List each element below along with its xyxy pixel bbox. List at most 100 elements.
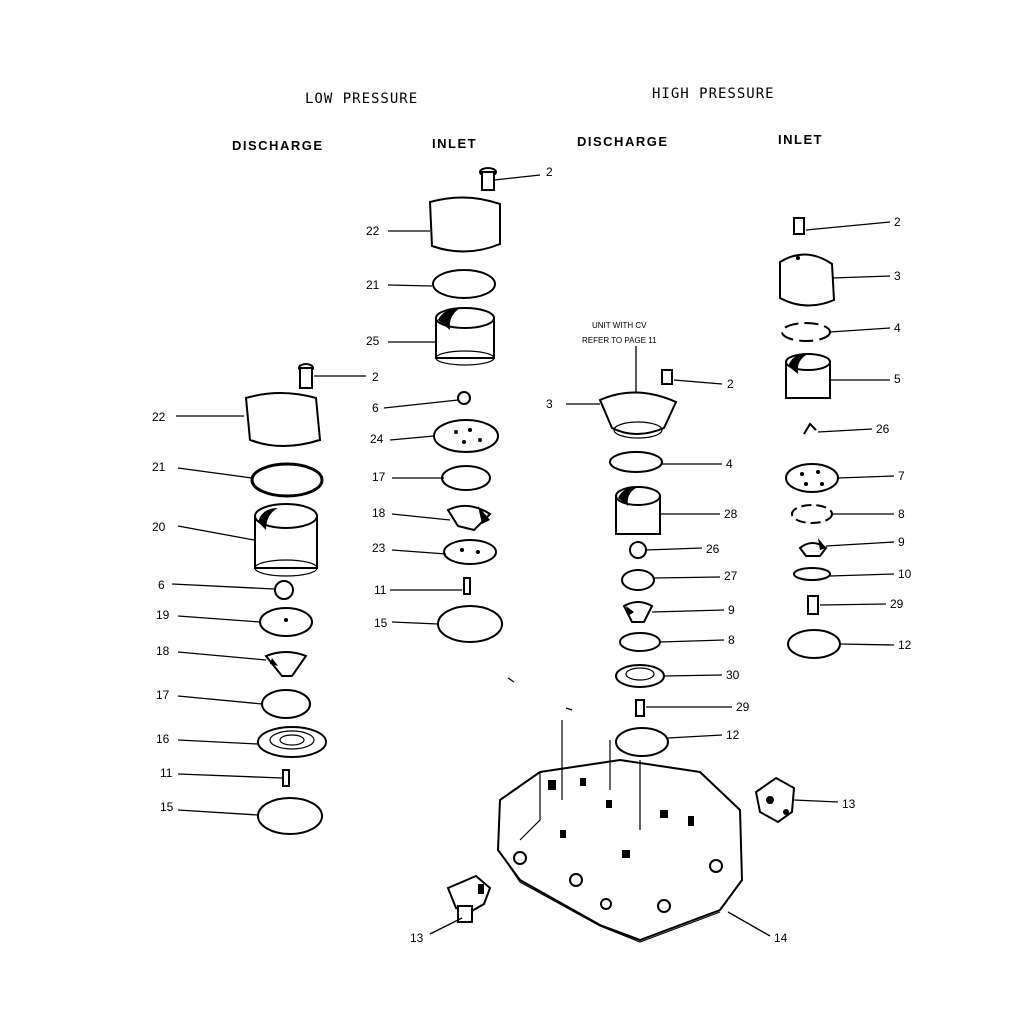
- label-hp-i-9: 9: [898, 535, 905, 549]
- label-lp-d-16: 16: [156, 732, 170, 746]
- hp-d-part-12: 12: [615, 727, 740, 757]
- label-lp-i-11: 11: [374, 583, 387, 597]
- lp-d-part-11: 11: [160, 766, 290, 787]
- label-lp-d-15: 15: [160, 800, 174, 814]
- hp-d-part-4: 4: [609, 451, 733, 473]
- label-hp-d-26: 26: [706, 542, 720, 556]
- lp-i-part-11: 11: [374, 577, 471, 597]
- lp-discharge-column: 2 22 21 20: [152, 363, 379, 835]
- pump-body: 14: [496, 720, 788, 945]
- hp-inlet-column: 2 3 4 5 26: [779, 215, 912, 659]
- label-hp-d-30: 30: [726, 668, 740, 682]
- label-hp-i-12: 12: [898, 638, 912, 652]
- label-lp-d-2: 2: [372, 370, 379, 384]
- lp-d-part-17: 17: [156, 688, 311, 719]
- lp-i-part-23: 23: [372, 539, 497, 565]
- label-hp-i-7: 7: [898, 469, 905, 483]
- label-lp-d-22: 22: [152, 410, 166, 424]
- lp-inlet-column: 2 22 21 25: [366, 165, 553, 643]
- low-pressure-heading: LOW PRESSURE: [305, 91, 419, 107]
- label-hp-d-12: 12: [726, 728, 740, 742]
- label-hp-d-3: 3: [546, 397, 553, 411]
- hp-i-part-2: 2: [793, 215, 901, 235]
- label-lp-i-25: 25: [366, 334, 380, 348]
- lp-d-part-22: 22: [152, 392, 322, 447]
- label-lp-i-15: 15: [374, 616, 388, 630]
- lp-i-part-6: 6: [372, 391, 471, 415]
- label-lp-d-17: 17: [156, 688, 170, 702]
- label-hp-i-2: 2: [894, 215, 901, 229]
- label-hp-d-9: 9: [728, 603, 735, 617]
- label-fitting-13-left: 13: [410, 931, 424, 945]
- lp-i-part-15: 15: [374, 605, 503, 643]
- hp-i-part-26: 26: [803, 422, 890, 436]
- lp-d-part-20: 20: [152, 503, 318, 577]
- hp-d-part-28: 28: [615, 486, 738, 535]
- label-lp-d-21: 21: [152, 460, 166, 474]
- lp-d-part-6: 6: [158, 578, 294, 600]
- hp-i-part-5: 5: [785, 353, 901, 399]
- lp-d-part-19: 19: [156, 607, 313, 637]
- lp-i-part-2: 2: [479, 165, 553, 191]
- label-hp-i-3: 3: [894, 269, 901, 283]
- hp-i-part-12: 12: [787, 629, 912, 659]
- hp-d-part-3: 3: [546, 391, 678, 439]
- label-hp-i-10: 10: [898, 567, 912, 581]
- hp-inlet-heading: INLET: [778, 132, 824, 147]
- lp-i-part-25: 25: [366, 307, 495, 366]
- label-lp-i-2: 2: [546, 165, 553, 179]
- cv-note-line1: UNIT WITH CV: [592, 321, 647, 330]
- fitting-left-13: 13: [410, 874, 492, 945]
- hp-d-part-26: 26: [629, 541, 720, 559]
- hp-i-part-8: 8: [791, 504, 905, 524]
- label-hp-d-28: 28: [724, 507, 738, 521]
- label-hp-i-8: 8: [898, 507, 905, 521]
- label-hp-i-26: 26: [876, 422, 890, 436]
- hp-i-part-7: 7: [785, 463, 905, 493]
- label-lp-d-6: 6: [158, 578, 165, 592]
- hp-d-part-8: 8: [619, 632, 735, 652]
- hp-discharge-heading: DISCHARGE: [577, 134, 669, 149]
- lp-i-part-21: 21: [366, 269, 496, 299]
- lp-d-part-2: 2: [298, 363, 379, 389]
- label-lp-i-23: 23: [372, 541, 386, 555]
- label-hp-i-29: 29: [890, 597, 904, 611]
- label-hp-i-5: 5: [894, 372, 901, 386]
- lp-i-part-17: 17: [372, 465, 491, 491]
- lp-i-part-18: 18: [372, 504, 492, 532]
- label-hp-d-4: 4: [726, 457, 733, 471]
- label-lp-i-17: 17: [372, 470, 386, 484]
- fitting-right-13: 13: [754, 776, 856, 824]
- label-lp-d-19: 19: [156, 608, 170, 622]
- hp-i-part-4: 4: [781, 321, 901, 342]
- hp-i-part-10: 10: [793, 567, 912, 581]
- lp-d-part-18: 18: [156, 644, 308, 677]
- label-body-14: 14: [774, 931, 788, 945]
- lp-d-part-21: 21: [152, 460, 324, 498]
- high-pressure-heading: HIGH PRESSURE: [652, 86, 775, 102]
- lp-i-part-22: 22: [366, 196, 501, 253]
- lp-discharge-heading: DISCHARGE: [232, 138, 324, 153]
- label-lp-i-21: 21: [366, 278, 380, 292]
- label-hp-d-8: 8: [728, 633, 735, 647]
- label-lp-i-6: 6: [372, 401, 379, 415]
- hp-i-part-3: 3: [779, 253, 901, 307]
- label-hp-i-4: 4: [894, 321, 901, 335]
- label-hp-d-29: 29: [736, 700, 750, 714]
- hp-d-part-27: 27: [621, 569, 738, 591]
- lp-d-part-16: 16: [156, 726, 327, 758]
- hp-i-part-9: 9: [798, 535, 905, 557]
- hp-d-part-29: 29: [635, 699, 750, 717]
- label-lp-i-24: 24: [370, 432, 384, 446]
- label-lp-d-20: 20: [152, 520, 166, 534]
- label-lp-i-22: 22: [366, 224, 380, 238]
- cv-note-line2: REFER TO PAGE 11: [582, 336, 657, 345]
- label-lp-i-18: 18: [372, 506, 386, 520]
- label-hp-d-2: 2: [727, 377, 734, 391]
- hp-d-part-30: 30: [615, 664, 740, 688]
- hp-d-part-9: 9: [622, 601, 735, 623]
- label-fitting-13-right: 13: [842, 797, 856, 811]
- label-lp-d-11: 11: [160, 766, 173, 780]
